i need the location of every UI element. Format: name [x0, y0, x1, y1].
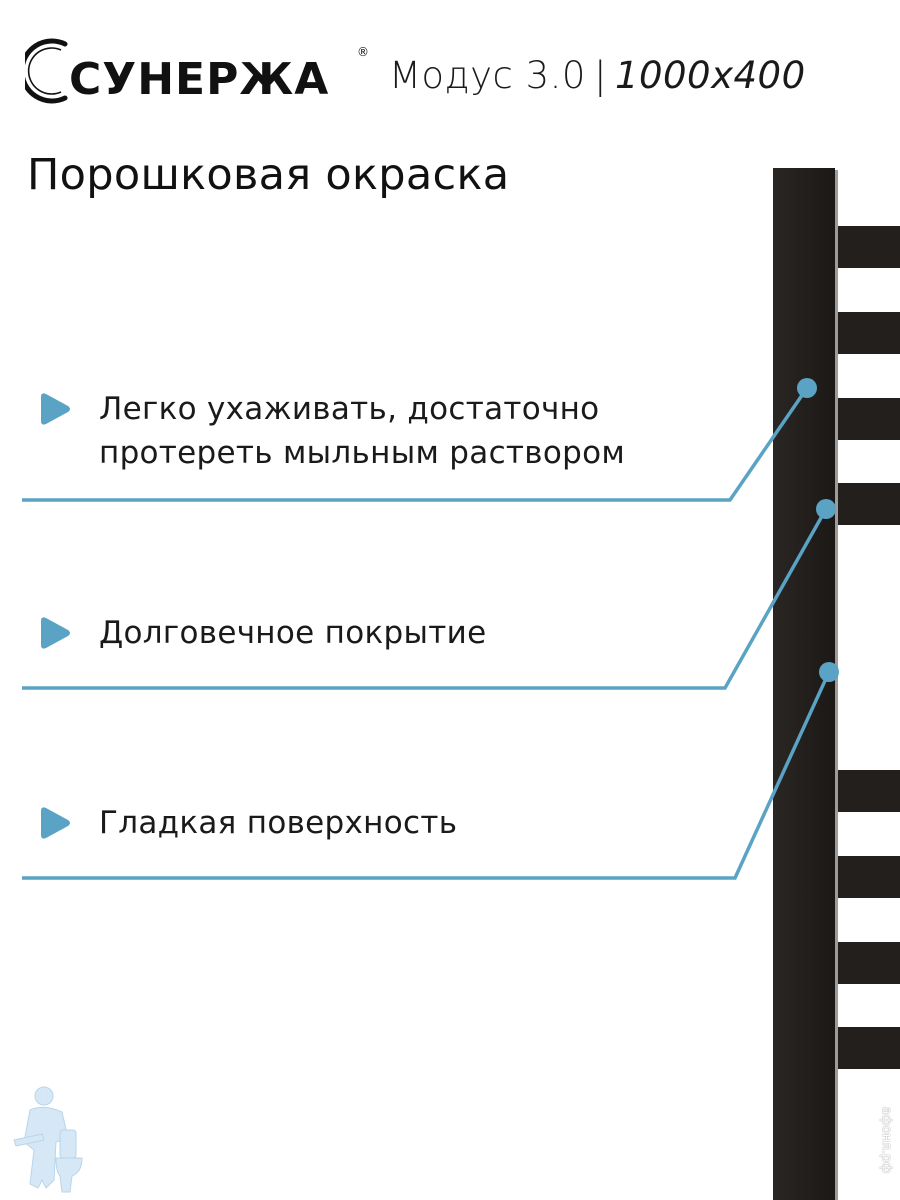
- callout-dot-1: [797, 378, 817, 398]
- feature-line: Долговечное покрытие: [99, 615, 487, 651]
- feature-item-durable: Долговечное покрытие: [36, 611, 486, 655]
- callout-dot-2: [816, 499, 836, 519]
- model-name: Модус 3.0: [389, 54, 586, 97]
- feature-text: Гладкая поверхность: [99, 801, 457, 845]
- play-bullet-icon: [41, 617, 70, 649]
- registered-mark: ®: [357, 45, 369, 59]
- feature-line: протереть мыльным раствором: [99, 435, 626, 471]
- crossbar: [835, 942, 900, 984]
- crossbar: [835, 856, 900, 898]
- play-bullet-icon: [41, 807, 70, 839]
- plumber-mascot-icon: [13, 1086, 83, 1193]
- callout-dot-3: [819, 662, 839, 682]
- brand-name: СУНЕРЖА: [69, 54, 329, 105]
- feature-line: Легко ухаживать, достаточно: [99, 391, 600, 427]
- play-bullet-icon: [41, 393, 70, 425]
- crossbar: [835, 483, 900, 525]
- rail-crossbars: [835, 226, 900, 1069]
- rail-shadow: [835, 170, 838, 1200]
- callout-line-2: [22, 508, 828, 690]
- feature-text: Легко ухаживать, достаточно протереть мы…: [99, 387, 625, 475]
- watermark-text: афоня.рф: [878, 1106, 894, 1174]
- callout-dots: [797, 378, 839, 682]
- crossbar: [835, 226, 900, 268]
- logo-swoosh: [25, 38, 68, 104]
- model-size: 1000x400: [614, 54, 806, 97]
- page-heading: Порошковая окраска: [27, 150, 510, 200]
- brand-logo: СУНЕРЖА ®: [25, 38, 369, 105]
- crossbar: [835, 1027, 900, 1069]
- crossbar: [835, 398, 900, 440]
- feature-line: Гладкая поверхность: [99, 805, 458, 841]
- title-separator: |: [593, 54, 607, 97]
- logo-swoosh-inner: [27, 47, 62, 95]
- feature-item-smooth: Гладкая поверхность: [36, 801, 457, 845]
- feature-item-easy-care: Легко ухаживать, достаточно протереть мы…: [36, 387, 625, 475]
- callout-lines: [22, 387, 831, 880]
- callout-line-3: [22, 671, 831, 880]
- feature-text: Долговечное покрытие: [99, 611, 486, 655]
- callout-line-1: [22, 387, 809, 502]
- rail-upright: [773, 168, 835, 1200]
- model-title: Модус 3.0|1000x400: [389, 54, 806, 97]
- crossbar: [835, 312, 900, 354]
- crossbar: [835, 770, 900, 812]
